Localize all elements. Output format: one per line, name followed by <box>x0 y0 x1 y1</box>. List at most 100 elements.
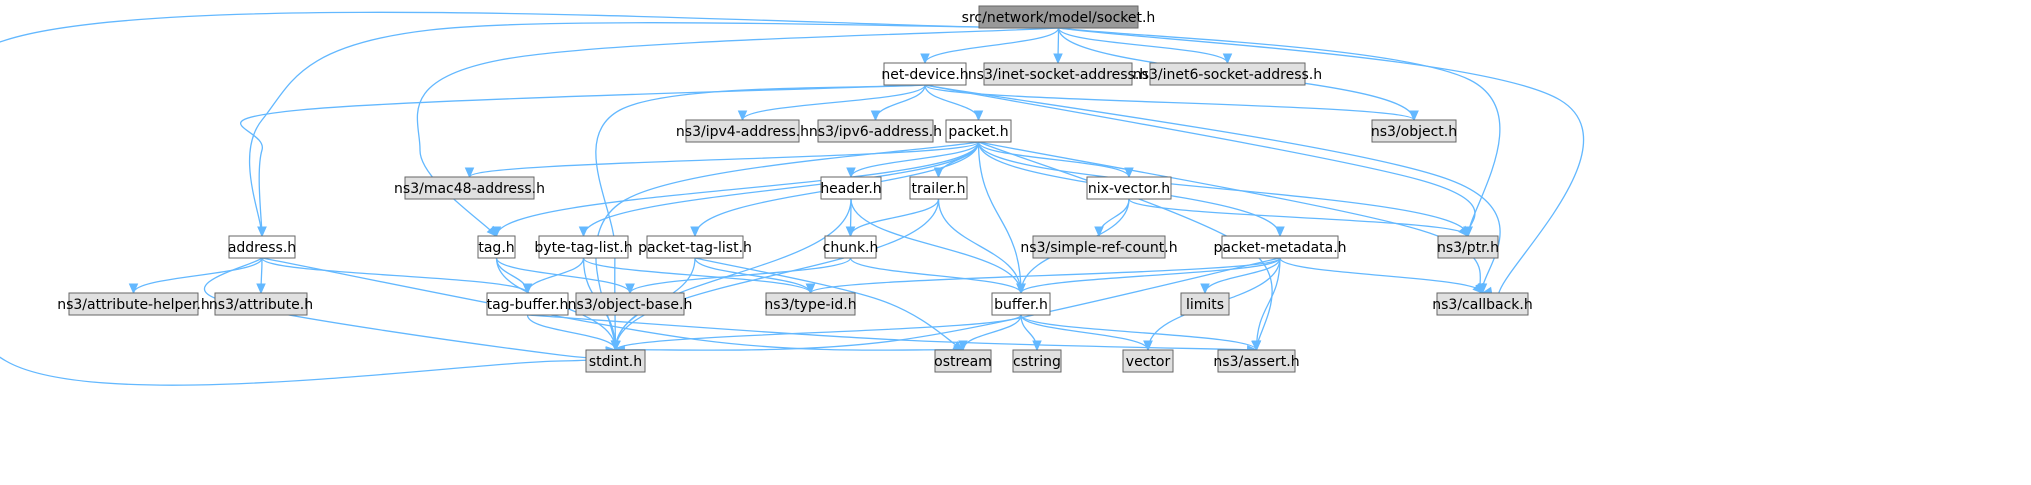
arrowhead-icon <box>1275 226 1285 238</box>
edge-line <box>924 27 1060 64</box>
arrowhead-icon <box>257 226 267 238</box>
edge-line <box>1057 27 1229 64</box>
node-inet-socket: ns3/inet-socket-address.h <box>968 62 1148 86</box>
edge-line <box>1020 257 1281 294</box>
node-label: net-device.h <box>881 67 968 83</box>
node-label: ns3/ipv4-address.h <box>676 124 809 140</box>
node-box <box>1012 349 1062 373</box>
edge-buffer-to-ostream <box>958 314 1022 352</box>
edge-packet-to-nix-vector <box>977 141 1134 179</box>
node-label: ns3/attribute.h <box>209 297 313 313</box>
arrowhead-icon <box>1222 53 1233 65</box>
node-label: packet.h <box>948 124 1008 140</box>
edge-socket-to-inet6-socket <box>1057 27 1233 65</box>
edge-address-to-attribute-helper <box>128 257 263 295</box>
node-buffer[interactable]: buffer.h <box>991 292 1051 316</box>
node-box <box>1221 235 1339 259</box>
edge-line <box>849 198 940 237</box>
node-packet-metadata[interactable]: packet-metadata.h <box>1213 235 1347 259</box>
edges-layer <box>0 11 1585 386</box>
node-label: ostream <box>934 354 992 370</box>
edge-line <box>1279 257 1484 294</box>
edge-line <box>977 141 1022 294</box>
edge-header-to-stdint <box>610 198 852 352</box>
node-ipv4: ns3/ipv4-address.h <box>676 119 809 143</box>
node-box <box>978 5 1139 29</box>
node-label: ns3/inet-socket-address.h <box>968 67 1148 83</box>
edge-line <box>614 314 1022 351</box>
arrowhead-icon <box>625 283 635 295</box>
arrowhead-icon <box>578 226 589 238</box>
node-address[interactable]: address.h <box>228 235 296 259</box>
edge-line <box>240 84 926 237</box>
node-box <box>1180 292 1230 316</box>
node-label: cstring <box>1013 354 1061 370</box>
node-label: ns3/object.h <box>1371 124 1457 140</box>
node-label: packet-metadata.h <box>1213 240 1346 256</box>
node-inet6-socket: ns3/inet6-socket-address.h <box>1133 62 1322 86</box>
edge-line <box>248 22 1059 237</box>
arrowhead-icon <box>1477 283 1488 295</box>
node-label: src/network/model/socket.h <box>962 10 1156 26</box>
node-nix-vector[interactable]: nix-vector.h <box>1086 176 1172 200</box>
edge-byte-tag-list-to-tag-buffer <box>522 257 585 295</box>
arrowhead-icon <box>1053 53 1063 65</box>
node-box <box>585 349 646 373</box>
edge-line <box>1098 198 1130 237</box>
node-trailer[interactable]: trailer.h <box>909 176 968 200</box>
node-box <box>883 62 967 86</box>
node-label: packet-tag-list.h <box>638 240 752 256</box>
node-label: ns3/assert.h <box>1213 354 1299 370</box>
node-header[interactable]: header.h <box>820 176 882 200</box>
edge-line <box>1020 314 1149 351</box>
node-tag-buffer[interactable]: tag-buffer.h <box>486 292 569 316</box>
edge-line <box>937 198 1022 294</box>
edge-line <box>1255 257 1281 351</box>
edge-nix-vector-to-simple-ref <box>1094 198 1130 238</box>
node-vector: vector <box>1122 349 1174 373</box>
edge-line <box>261 257 529 294</box>
node-byte-tag-list[interactable]: byte-tag-list.h <box>534 235 633 259</box>
node-label: ns3/type-id.h <box>764 297 856 313</box>
node-object-base: ns3/object-base.h <box>568 292 692 316</box>
node-label: buffer.h <box>994 297 1048 313</box>
node-label: stdint.h <box>589 354 642 370</box>
edge-line <box>629 257 852 294</box>
node-ptr: ns3/ptr.h <box>1437 235 1499 259</box>
edge-line <box>809 257 1281 294</box>
node-net-device[interactable]: net-device.h <box>881 62 969 86</box>
arrowhead-icon <box>1251 340 1262 352</box>
node-box <box>765 292 856 316</box>
node-box <box>1436 292 1529 316</box>
node-box <box>945 119 1012 143</box>
edge-line <box>468 141 980 178</box>
arrowhead-icon <box>610 340 621 352</box>
arrowhead-icon <box>933 167 944 179</box>
node-chunk[interactable]: chunk.h <box>823 235 879 259</box>
edge-net-device-to-ipv4 <box>737 84 926 122</box>
edge-packet-to-header <box>846 141 980 179</box>
edge-address-to-tag-buffer <box>261 257 533 295</box>
arrowhead-icon <box>958 340 968 352</box>
node-box <box>68 292 199 316</box>
node-tag[interactable]: tag.h <box>477 235 516 259</box>
edge-packet-to-buffer <box>977 141 1026 295</box>
node-packet-tag-list[interactable]: packet-tag-list.h <box>638 235 752 259</box>
node-label: tag-buffer.h <box>487 297 569 313</box>
arrowhead-icon <box>1200 283 1210 295</box>
node-label: ns3/simple-ref-count.h <box>1020 240 1177 256</box>
node-box <box>575 292 685 316</box>
node-box <box>934 349 992 373</box>
node-box <box>646 235 744 259</box>
node-label: header.h <box>820 181 881 197</box>
node-simple-ref: ns3/simple-ref-count.h <box>1020 235 1178 259</box>
node-packet[interactable]: packet.h <box>945 119 1012 143</box>
edge-line <box>978 141 1484 294</box>
edge-packet-metadata-to-limits <box>1200 257 1281 295</box>
edge-line <box>694 257 964 351</box>
node-assert: ns3/assert.h <box>1213 349 1300 373</box>
edge-line <box>694 257 812 294</box>
edge-tag-to-object-base <box>495 257 635 295</box>
node-label: tag.h <box>478 240 514 256</box>
